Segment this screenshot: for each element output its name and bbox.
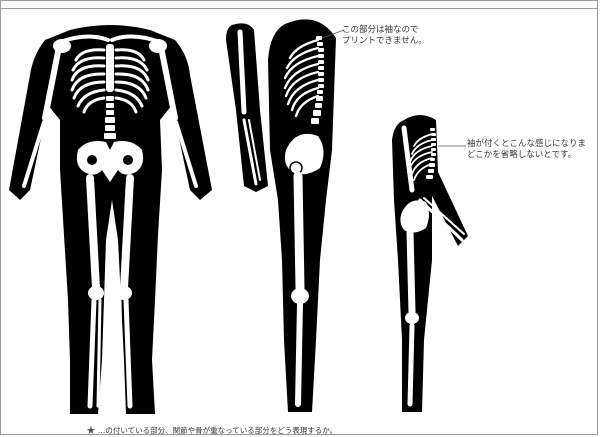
front-sternum	[106, 44, 114, 92]
star-icon: ★	[86, 424, 96, 437]
side-view-with-sleeve	[392, 115, 468, 412]
front-view	[9, 25, 212, 414]
omit-note: 袖が付くとこんな感じになりま どこかを省略しないとです。	[467, 139, 586, 161]
side-knee	[291, 288, 309, 304]
footer-text: …の付いている部分、関節や骨が重なっている部分をどう表現するか。	[98, 426, 337, 435]
front-knee-right	[116, 286, 132, 300]
front-knee-left	[88, 286, 104, 300]
sleeved-knee	[405, 312, 419, 324]
front-pelvis-hole-left	[87, 155, 97, 165]
sleeve-note-line1: この部分は袖なので	[342, 25, 427, 36]
sleeve-note: この部分は袖なので プリントできません。	[342, 25, 427, 47]
sleeve-silhouette	[226, 23, 268, 192]
omit-note-line2: どこかを省略しないとです。	[467, 150, 586, 161]
omit-note-line1: 袖が付くとこんな感じになりま	[467, 139, 586, 150]
footer-caption: ★…の付いている部分、関節や骨が重なっている部分をどう表現するか。	[86, 424, 337, 437]
sleeve-note-line2: プリントできません。	[342, 36, 427, 47]
front-pelvis-hole-right	[123, 155, 133, 165]
sleeve-piece	[226, 23, 268, 192]
side-view	[268, 19, 344, 412]
